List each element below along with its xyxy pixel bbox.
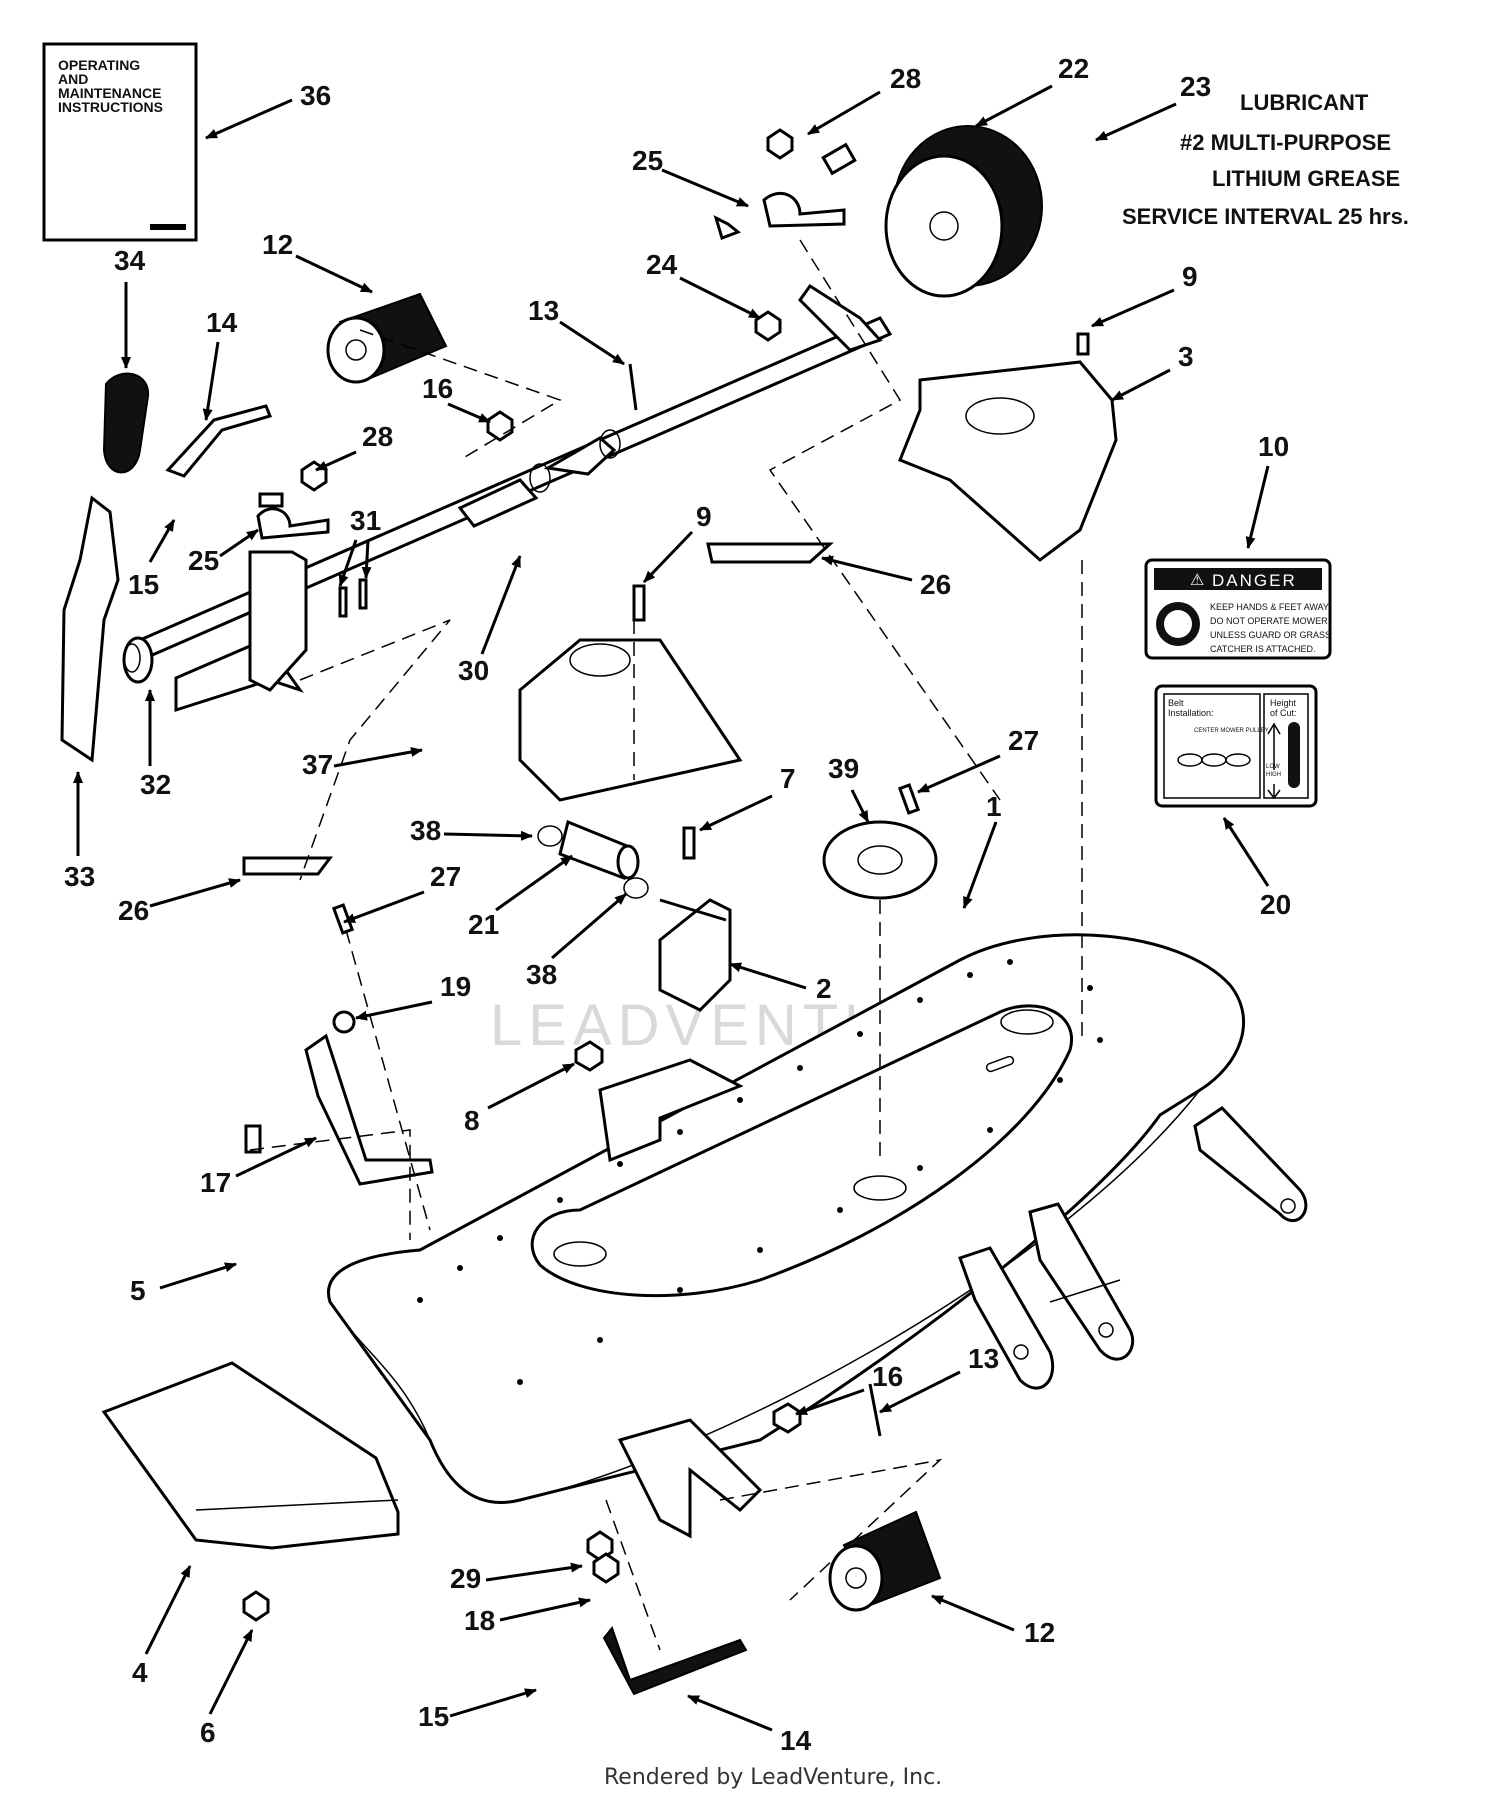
svg-text:Height: Height — [1270, 698, 1297, 708]
callout-16b: 16 — [872, 1361, 903, 1392]
svg-text:LITHIUM GREASE: LITHIUM GREASE — [1212, 166, 1400, 191]
callouts: 36 28 22 23 25 24 12 13 34 14 16 28 9 3 … — [64, 53, 1291, 1756]
callout-34: 34 — [114, 245, 146, 276]
callout-14a: 14 — [206, 307, 238, 338]
front-hitch-bracket — [617, 1418, 763, 1539]
callout-31: 31 — [350, 505, 381, 536]
side-bracket — [304, 1033, 434, 1186]
belt-shield-right — [898, 360, 1118, 562]
right-side-brackets — [958, 1106, 1308, 1390]
callout-24: 24 — [646, 249, 678, 280]
callout-3: 3 — [1178, 341, 1194, 372]
svg-text:DO NOT OPERATE MOWER: DO NOT OPERATE MOWER — [1210, 616, 1328, 626]
callout-25b: 25 — [188, 545, 219, 576]
bushing — [558, 819, 640, 880]
callout-5: 5 — [130, 1275, 146, 1306]
callout-16a: 16 — [422, 373, 453, 404]
callout-17: 17 — [200, 1167, 231, 1198]
callout-10: 10 — [1258, 431, 1289, 462]
svg-text:MAINTENANCE: MAINTENANCE — [58, 85, 161, 101]
callout-19: 19 — [440, 971, 471, 1002]
callout-13a: 13 — [528, 295, 559, 326]
svg-text:⚠: ⚠ — [1190, 572, 1204, 589]
callout-26a: 26 — [920, 569, 951, 600]
height-adjust-axle — [137, 283, 893, 713]
callout-27a: 27 — [1008, 725, 1039, 756]
gauge-wheel — [884, 125, 1043, 298]
callout-28a: 28 — [890, 63, 921, 94]
svg-text:DANGER: DANGER — [1212, 571, 1297, 590]
callout-38b: 38 — [526, 959, 557, 990]
callout-27b: 27 — [430, 861, 461, 892]
callout-26b: 26 — [118, 895, 149, 926]
assembly-lines — [249, 239, 1083, 1651]
footer-credit: Rendered by LeadVenture, Inc. — [604, 1765, 942, 1790]
callout-25a: 25 — [632, 145, 663, 176]
svg-text:INSTRUCTIONS: INSTRUCTIONS — [58, 99, 163, 115]
callout-15a: 15 — [128, 569, 159, 600]
belt-installation-decal: Belt Installation: Height of Cut: CENTER… — [1154, 684, 1318, 808]
height-adjust-lever — [60, 495, 120, 763]
svg-text:HIGH: HIGH — [1266, 772, 1281, 778]
callout-32: 32 — [140, 769, 171, 800]
callout-36: 36 — [300, 80, 331, 111]
anti-scalp-roller-upper — [326, 292, 448, 384]
callout-12a: 12 — [262, 229, 293, 260]
callout-30: 30 — [458, 655, 489, 686]
lubricant-note: LUBRICANT #2 MULTI-PURPOSE LITHIUM GREAS… — [1122, 90, 1409, 229]
callout-38a: 38 — [410, 815, 441, 846]
callout-1: 1 — [986, 791, 1002, 822]
lever-grip — [102, 372, 150, 474]
callout-8: 8 — [464, 1105, 480, 1136]
svg-text:of Cut:: of Cut: — [1270, 708, 1297, 718]
operating-manual: OPERATING AND MAINTENANCE INSTRUCTIONS — [42, 42, 198, 242]
callout-4: 4 — [132, 1657, 148, 1688]
spring — [122, 636, 154, 684]
svg-text:OPERATING: OPERATING — [58, 57, 140, 73]
mower-deck-housing — [327, 933, 1246, 1504]
anti-scalp-roller-lower — [828, 1510, 942, 1612]
callout-9a: 9 — [1182, 261, 1198, 292]
callout-7: 7 — [780, 763, 796, 794]
svg-text:SERVICE INTERVAL 25 hrs.: SERVICE INTERVAL 25 hrs. — [1122, 204, 1409, 229]
callout-6: 6 — [200, 1717, 216, 1748]
svg-text:CENTER MOWER PULLEY: CENTER MOWER PULLEY — [1194, 728, 1269, 734]
hardware — [242, 128, 1090, 1622]
callout-23: 23 — [1180, 71, 1211, 102]
bearing-plate — [822, 820, 938, 900]
callout-12b: 12 — [1024, 1617, 1055, 1648]
callout-18: 18 — [464, 1605, 495, 1636]
hitch-rod-lower — [602, 1625, 748, 1696]
svg-text:KEEP HANDS & FEET AWAY.: KEEP HANDS & FEET AWAY. — [1210, 602, 1330, 612]
callout-14b: 14 — [780, 1725, 812, 1756]
discharge-chute — [101, 1361, 400, 1550]
callout-9b: 9 — [696, 501, 712, 532]
svg-text:Belt: Belt — [1168, 698, 1184, 708]
callout-15b: 15 — [418, 1701, 449, 1732]
danger-decal: ⚠ DANGER KEEP HANDS & FEET AWAY. DO NOT … — [1144, 558, 1332, 660]
callout-20: 20 — [1260, 889, 1291, 920]
svg-text:LUBRICANT: LUBRICANT — [1240, 90, 1369, 115]
svg-text:CATCHER IS ATTACHED.: CATCHER IS ATTACHED. — [1210, 644, 1316, 654]
callout-2: 2 — [816, 973, 832, 1004]
callout-29: 29 — [450, 1563, 481, 1594]
svg-text:LOW: LOW — [1266, 764, 1280, 770]
callout-33: 33 — [64, 861, 95, 892]
svg-text:AND: AND — [58, 71, 88, 87]
svg-text:#2 MULTI-PURPOSE: #2 MULTI-PURPOSE — [1180, 130, 1391, 155]
callout-28b: 28 — [362, 421, 393, 452]
belt-shield-center — [518, 638, 743, 802]
callout-37: 37 — [302, 749, 333, 780]
callout-21: 21 — [468, 909, 499, 940]
callout-39: 39 — [828, 753, 859, 784]
svg-text:Installation:: Installation: — [1168, 708, 1214, 718]
idler-bracket — [658, 898, 732, 1012]
callout-22: 22 — [1058, 53, 1089, 84]
callout-13b: 13 — [968, 1343, 999, 1374]
hitch-rod-upper — [165, 404, 273, 478]
svg-text:UNLESS GUARD OR GRASS: UNLESS GUARD OR GRASS — [1210, 630, 1331, 640]
